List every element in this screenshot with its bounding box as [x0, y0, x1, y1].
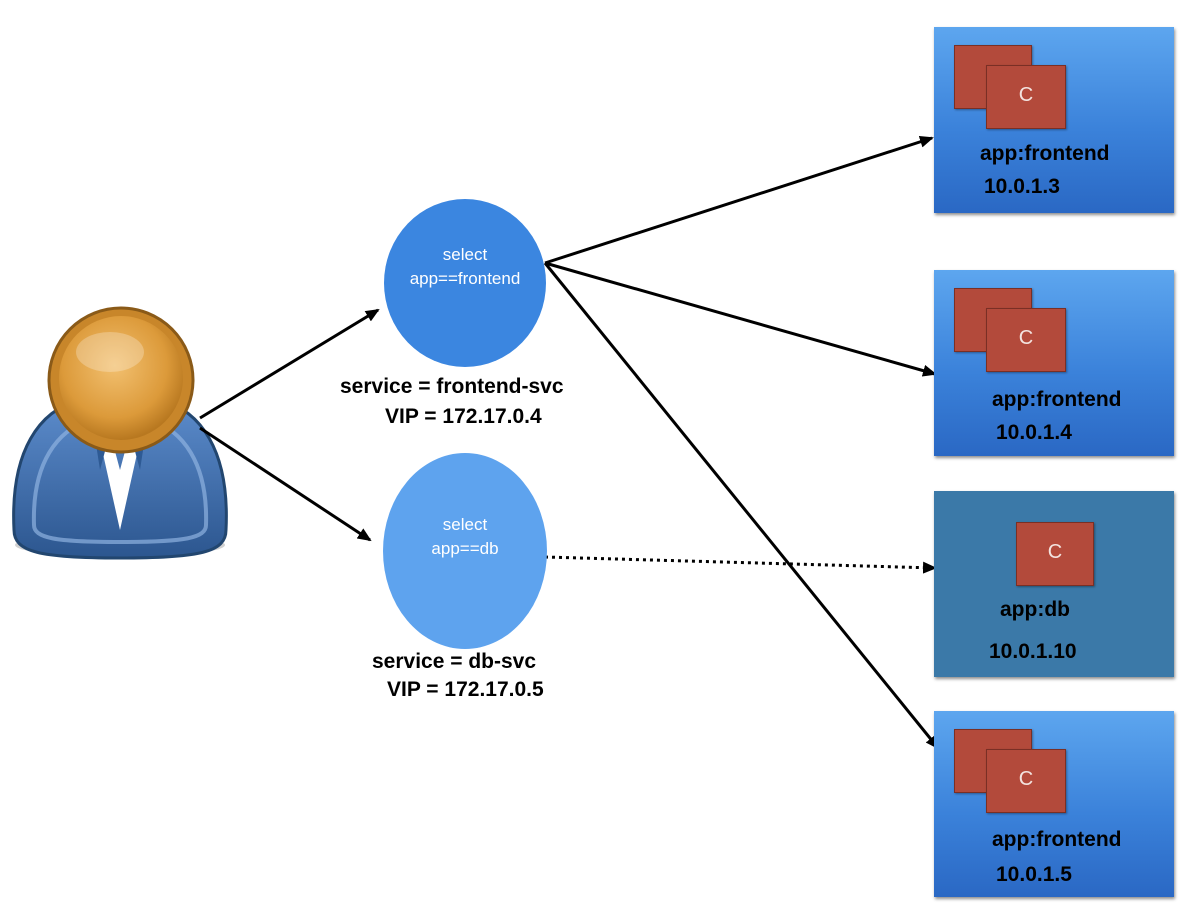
- pod-ip-label: 10.0.1.3: [984, 175, 1060, 198]
- arrow-frontend-to-pod-1: [544, 135, 934, 265]
- container-front: C: [986, 65, 1066, 129]
- frontend-select-keyword: select: [442, 245, 488, 264]
- container-label: C: [1047, 541, 1063, 563]
- db-service-vip: VIP = 172.17.0.5: [387, 678, 544, 701]
- container-label: C: [1018, 327, 1034, 349]
- pod-app-label: app:frontend: [980, 142, 1110, 165]
- db-select-keyword: select: [442, 515, 488, 534]
- pod-frontend-2: C app:frontend 10.0.1.4: [934, 270, 1174, 456]
- arrow-user-to-frontend-svc: [199, 308, 380, 420]
- container-label: C: [1018, 768, 1034, 790]
- pod-frontend-3: C app:frontend 10.0.1.5: [934, 711, 1174, 897]
- container-single: C: [1016, 522, 1094, 586]
- pod-app-label: app:frontend: [992, 828, 1122, 851]
- db-service-node: [383, 453, 547, 649]
- pod-app-label: app:frontend: [992, 388, 1122, 411]
- arrow-frontend-to-pod-4: [543, 262, 940, 750]
- user-icon: [12, 306, 228, 560]
- frontend-select-expression: app==frontend: [409, 269, 521, 288]
- pod-frontend-1: C app:frontend 10.0.1.3: [934, 27, 1174, 213]
- pod-ip-label: 10.0.1.4: [996, 421, 1072, 444]
- pod-ip-label: 10.0.1.10: [989, 640, 1077, 663]
- db-service-selector: select app==db: [385, 513, 545, 561]
- frontend-service-node: [384, 199, 546, 367]
- arrow-user-to-db-svc: [199, 426, 372, 542]
- pod-ip-label: 10.0.1.5: [996, 863, 1072, 886]
- container-front: C: [986, 749, 1066, 813]
- pod-app-label: app:db: [1000, 598, 1070, 621]
- db-service-name: service = db-svc: [372, 650, 537, 673]
- frontend-service-vip: VIP = 172.17.0.4: [385, 405, 542, 428]
- arrow-db-svc-to-db-pod: [544, 555, 937, 574]
- db-select-expression: app==db: [431, 539, 499, 558]
- pod-db: C app:db 10.0.1.10: [934, 491, 1174, 677]
- container-front: C: [986, 308, 1066, 372]
- frontend-service-name: service = frontend-svc: [340, 375, 564, 398]
- container-label: C: [1018, 84, 1034, 106]
- arrow-frontend-to-pod-2: [544, 261, 937, 377]
- frontend-service-selector: select app==frontend: [385, 243, 545, 291]
